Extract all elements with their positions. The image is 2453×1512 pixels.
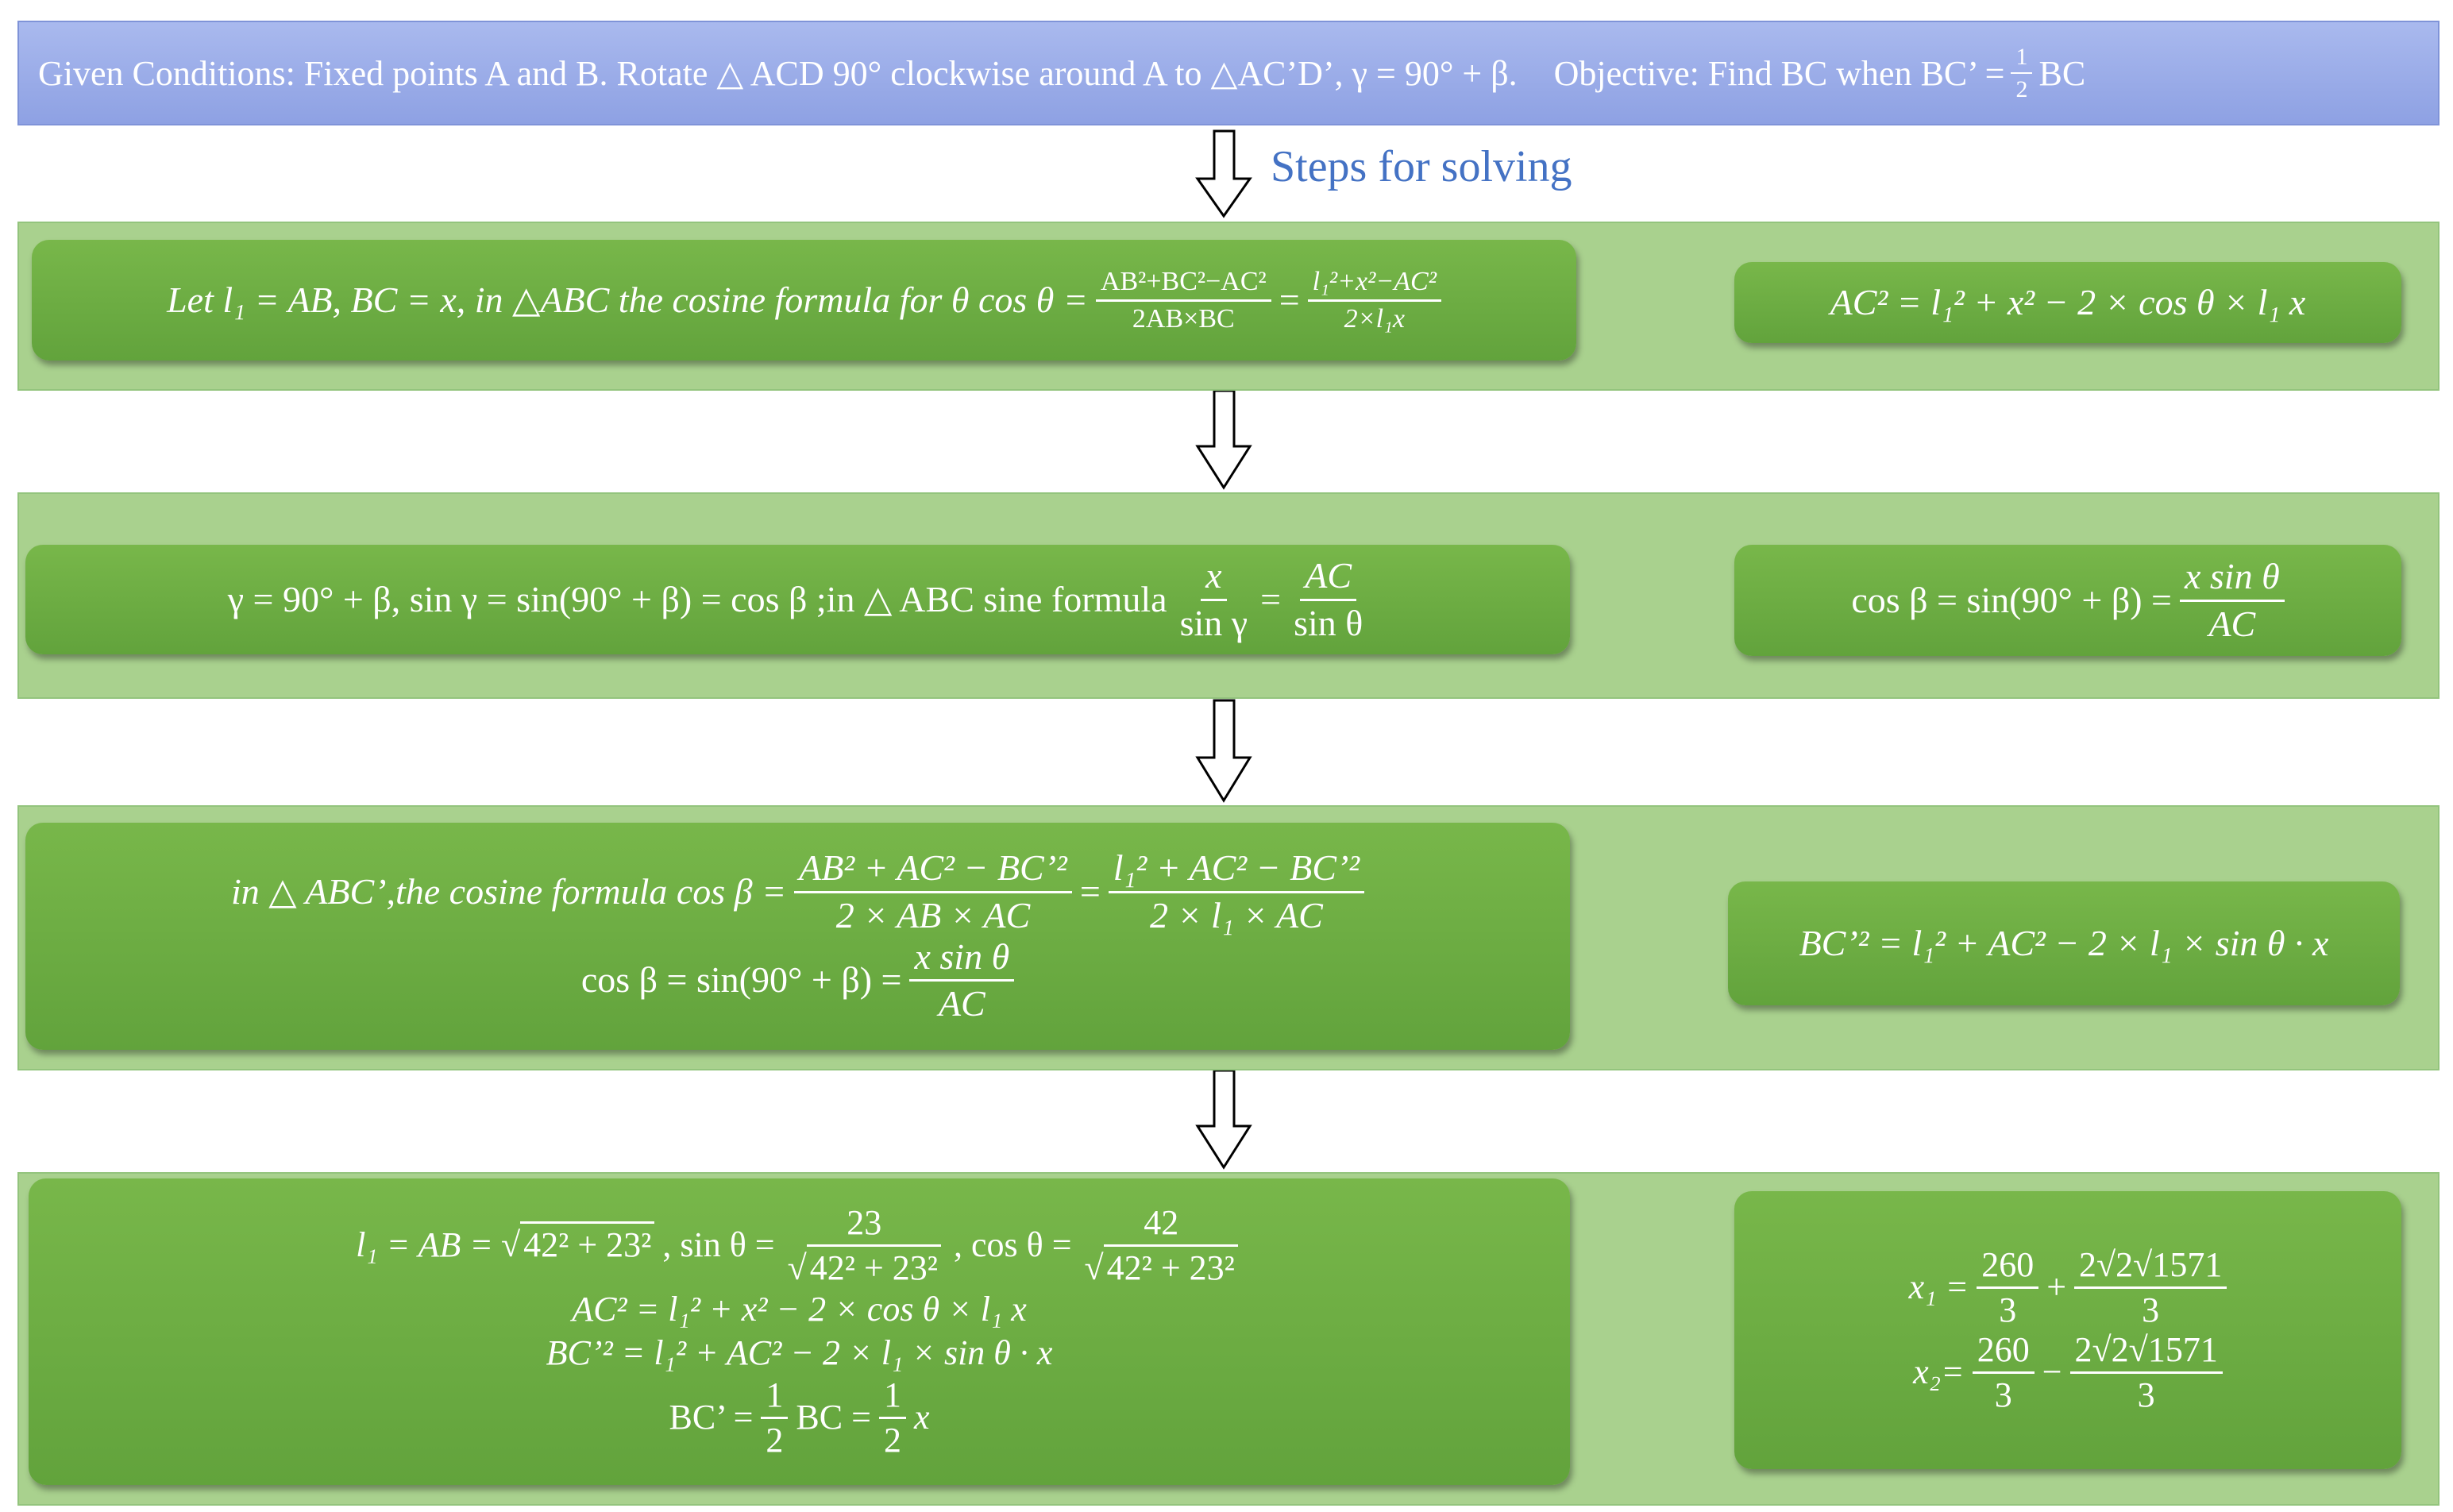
step3-fraction-3: x sin θ AC (909, 937, 1015, 1024)
step1-result: AC² = l₁² + x² − 2 × cos θ × l₁ x (1830, 281, 2306, 322)
x2-term-fraction: 260 3 (1972, 1331, 2035, 1414)
step4-line2: AC² = l₁² + x² − 2 × cos θ × l₁ x (572, 1290, 1027, 1329)
step3-line1-text: in △ ABC’,the cosine formula cos β = (230, 870, 787, 912)
step1-text: Let l₁ = AB, BC = x, in △ABC the cosine … (167, 279, 1088, 320)
step2-result-box: cos β = sin(90° + β) = x sin θ AC (1734, 545, 2401, 656)
x1-label: x₁ = (1908, 1267, 1969, 1307)
step2-fraction-1: x sin γ (1179, 555, 1248, 643)
x1-term-fraction: 260 3 (1977, 1246, 2039, 1329)
step2-text: γ = 90° + β, sin γ = sin(90° + β) = cos … (227, 578, 1167, 619)
step4-line4-text: BC’ = (669, 1397, 754, 1437)
step4-formula-box: l₁ = AB = √42² + 23² , sin θ = 23 √42² +… (29, 1178, 1570, 1485)
steps-label: Steps for solving (1271, 142, 1572, 191)
step4-fraction-b: 1 2 (878, 1376, 906, 1459)
step4-line3: BC’² = l₁² + AC² − 2 × l₁ × sin θ · x (546, 1333, 1053, 1372)
step3-result-box: BC’² = l₁² + AC² − 2 × l₁ × sin θ · x (1728, 881, 2400, 1005)
objective-suffix: BC (2038, 53, 2086, 93)
step2-fraction-2: AC sin θ (1294, 555, 1363, 643)
step1-formula-box: Let l₁ = AB, BC = x, in △ABC the cosine … (32, 240, 1576, 361)
step4-cos-fraction: 42 √42² + 23² (1080, 1204, 1243, 1288)
down-arrow-3 (1195, 699, 1252, 803)
step2-result: cos β = sin(90° + β) = (1851, 579, 2172, 620)
step4-sin-fraction: 23 √42² + 23² (783, 1204, 946, 1288)
step3-line2-text: cos β = sin(90° + β) = (580, 959, 902, 1001)
given-text: Given Conditions: Fixed points A and B. … (38, 53, 1518, 93)
step4-cos-text: , cos θ = (953, 1225, 1072, 1265)
down-arrow-1 (1195, 129, 1252, 218)
given-conditions-header: Given Conditions: Fixed points A and B. … (17, 21, 2440, 125)
objective-text: Objective: Find BC when BC’ = (1553, 53, 2005, 93)
x2-radical-fraction: 2√2√1571 3 (2069, 1331, 2223, 1414)
step3-formula-box: in △ ABC’,the cosine formula cos β = AB²… (25, 823, 1570, 1050)
down-arrow-2 (1195, 389, 1252, 490)
x2-label: x₂= (1913, 1352, 1965, 1392)
step1-fraction-1: AB²+BC²−AC² 2AB×BC (1095, 268, 1271, 333)
step3-fraction-1: AB² + AC² − BC’² 2 × AB × AC (794, 849, 1072, 935)
step3-fraction-2: l₁² + AC² − BC’² 2 × l₁ × AC (1108, 849, 1365, 935)
x1-radical-fraction: 2√2√1571 3 (2074, 1246, 2227, 1329)
step1-fraction-2: l₁²+x²−AC² 2×l₁x (1307, 268, 1441, 333)
step4-fraction-a: 1 2 (761, 1376, 789, 1459)
down-arrow-4 (1195, 1069, 1252, 1170)
step4-l1-radicand: 42² + 23² (520, 1221, 655, 1265)
objective-fraction: 1 2 (2011, 44, 2033, 102)
step3-result: BC’² = l₁² + AC² − 2 × l₁ × sin θ · x (1799, 922, 2329, 963)
step4-sin-text: , sin θ = (662, 1225, 775, 1265)
step1-result-box: AC² = l₁² + x² − 2 × cos θ × l₁ x (1734, 262, 2401, 343)
step4-result-box: x₁ = 260 3 + 2√2√1571 3 x₂= 260 3 − 2√2√… (1734, 1191, 2401, 1469)
step2-result-fraction: x sin θ AC (2179, 557, 2285, 643)
step2-formula-box: γ = 90° + β, sin γ = sin(90° + β) = cos … (25, 545, 1570, 654)
step4-l1-text: l₁ = AB = (356, 1225, 493, 1265)
